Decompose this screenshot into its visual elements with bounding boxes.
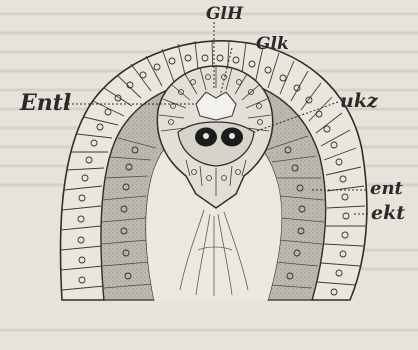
label-ent: ent [370, 180, 403, 198]
label-entl: Entl [20, 92, 71, 114]
label-ukz: ukz [340, 92, 378, 111]
label-ekt: ekt [371, 204, 405, 223]
dark-nucleus-left-center [203, 133, 209, 139]
label-glk: Glk [256, 36, 289, 53]
label-glh: GlH [206, 6, 243, 23]
dark-nucleus-right-center [229, 133, 235, 139]
